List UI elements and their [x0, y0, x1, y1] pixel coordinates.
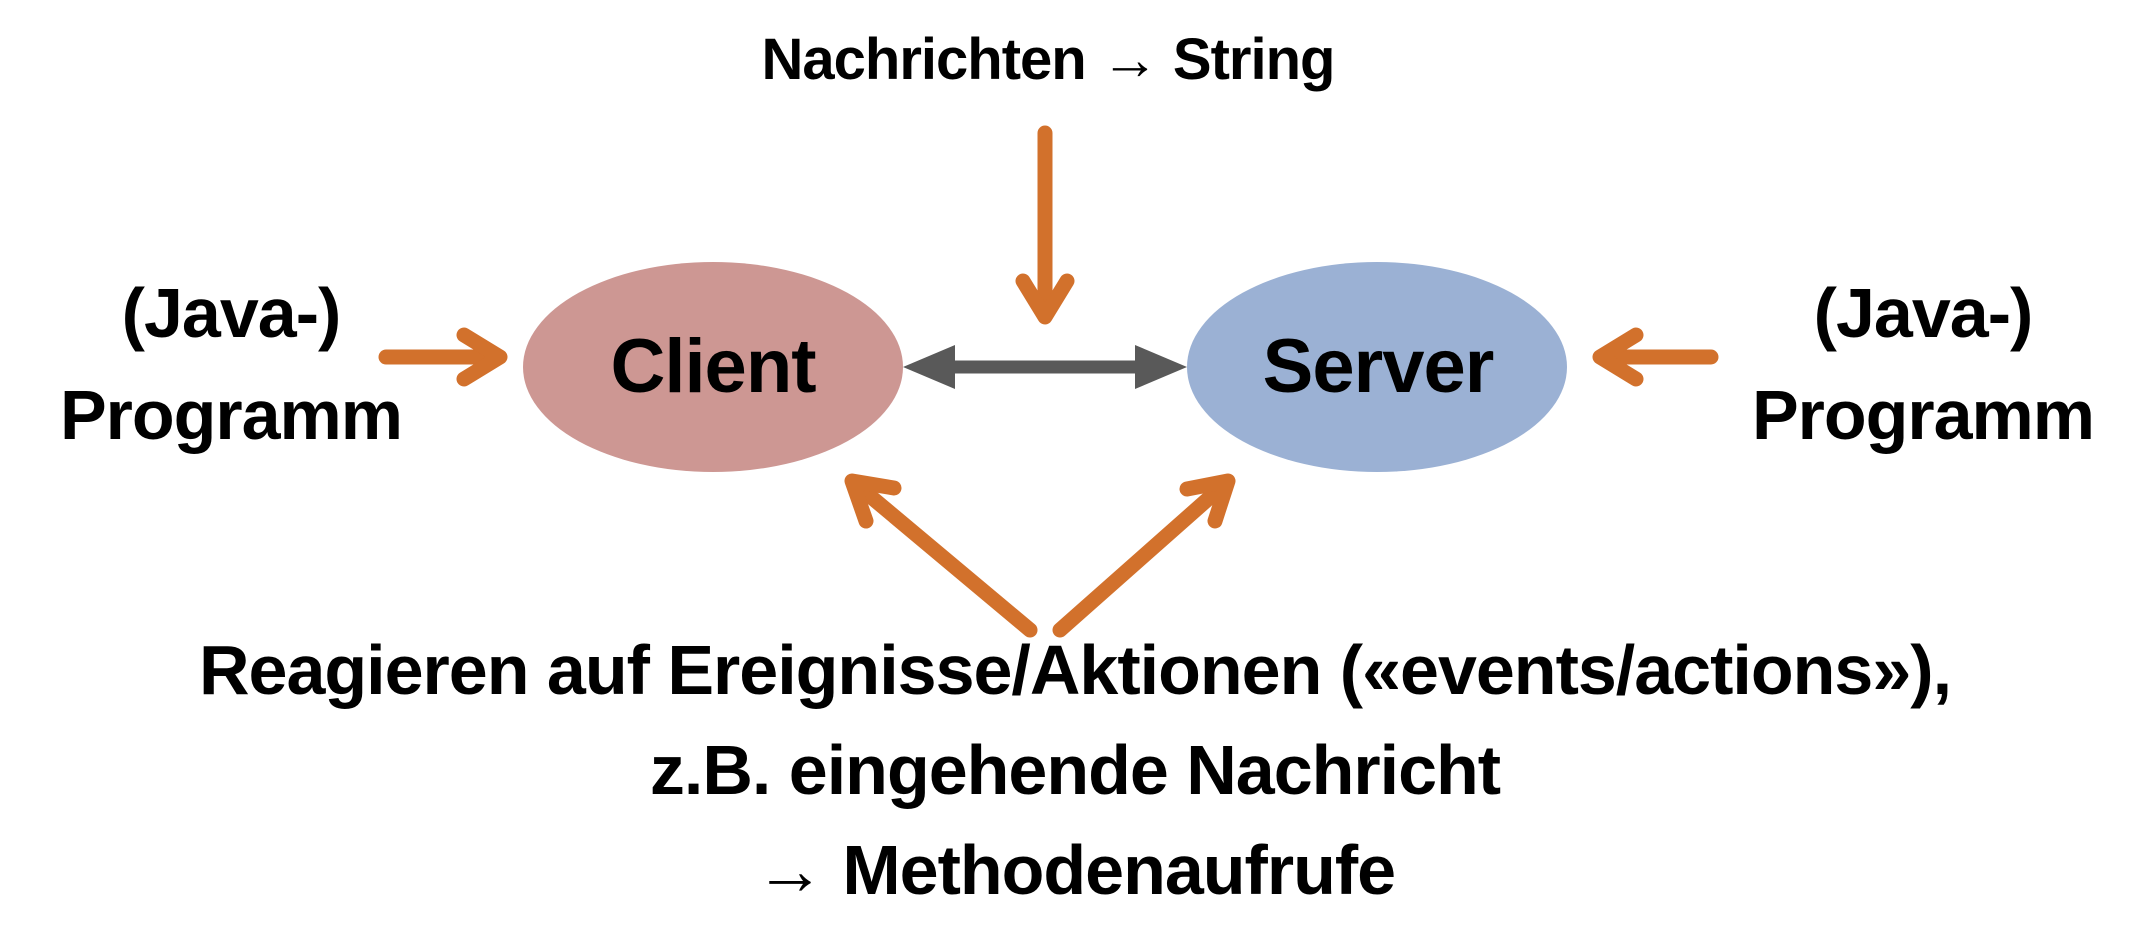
client-node-label: Client [610, 324, 816, 409]
client-ellipse [523, 262, 903, 472]
note-line-2: z.B. eingehende Nachricht [649, 731, 1501, 809]
left-java-programm-label: (Java-) Programm [0, 262, 462, 466]
right-arrow-head [1592, 327, 1644, 387]
server-ellipse [1187, 262, 1567, 472]
left-programm-line: Programm [59, 376, 403, 454]
right-program-arrow-icon [1592, 327, 1719, 387]
events-to-client-arrow-icon [844, 473, 1038, 638]
right-programm-line: Programm [1751, 376, 2095, 454]
down-arrow-head [1015, 273, 1075, 325]
client-v-arrow-head [844, 473, 902, 529]
note-line-1: Reagieren auf Ereignisse/Aktionen («even… [198, 631, 1952, 709]
server-node-label: Server [1262, 324, 1495, 409]
events-actions-note: Reagieren auf Ereignisse/Aktionen («even… [75, 620, 2075, 920]
client-v-arrow-shaft [856, 483, 1038, 638]
connector-right-arrowhead-icon [1135, 345, 1187, 389]
left-arrow-head [456, 327, 508, 387]
connector-left-arrowhead-icon [903, 345, 955, 389]
server-v-arrow-shaft [1052, 483, 1225, 638]
left-java-line: (Java-) [121, 274, 342, 352]
nachrichten-string-label: Nachrichten → String [761, 27, 1336, 92]
right-java-programm-label: (Java-) Programm [1692, 262, 2150, 466]
note-line-3: → Methodenaufrufe [754, 831, 1396, 909]
nachrichten-down-arrow-icon [1015, 125, 1075, 325]
client-server-connector-arrow [903, 345, 1187, 389]
left-program-arrow-icon [378, 327, 508, 387]
server-v-arrow-head [1179, 473, 1236, 529]
events-to-server-arrow-icon [1052, 473, 1236, 638]
right-java-line: (Java-) [1813, 274, 2034, 352]
